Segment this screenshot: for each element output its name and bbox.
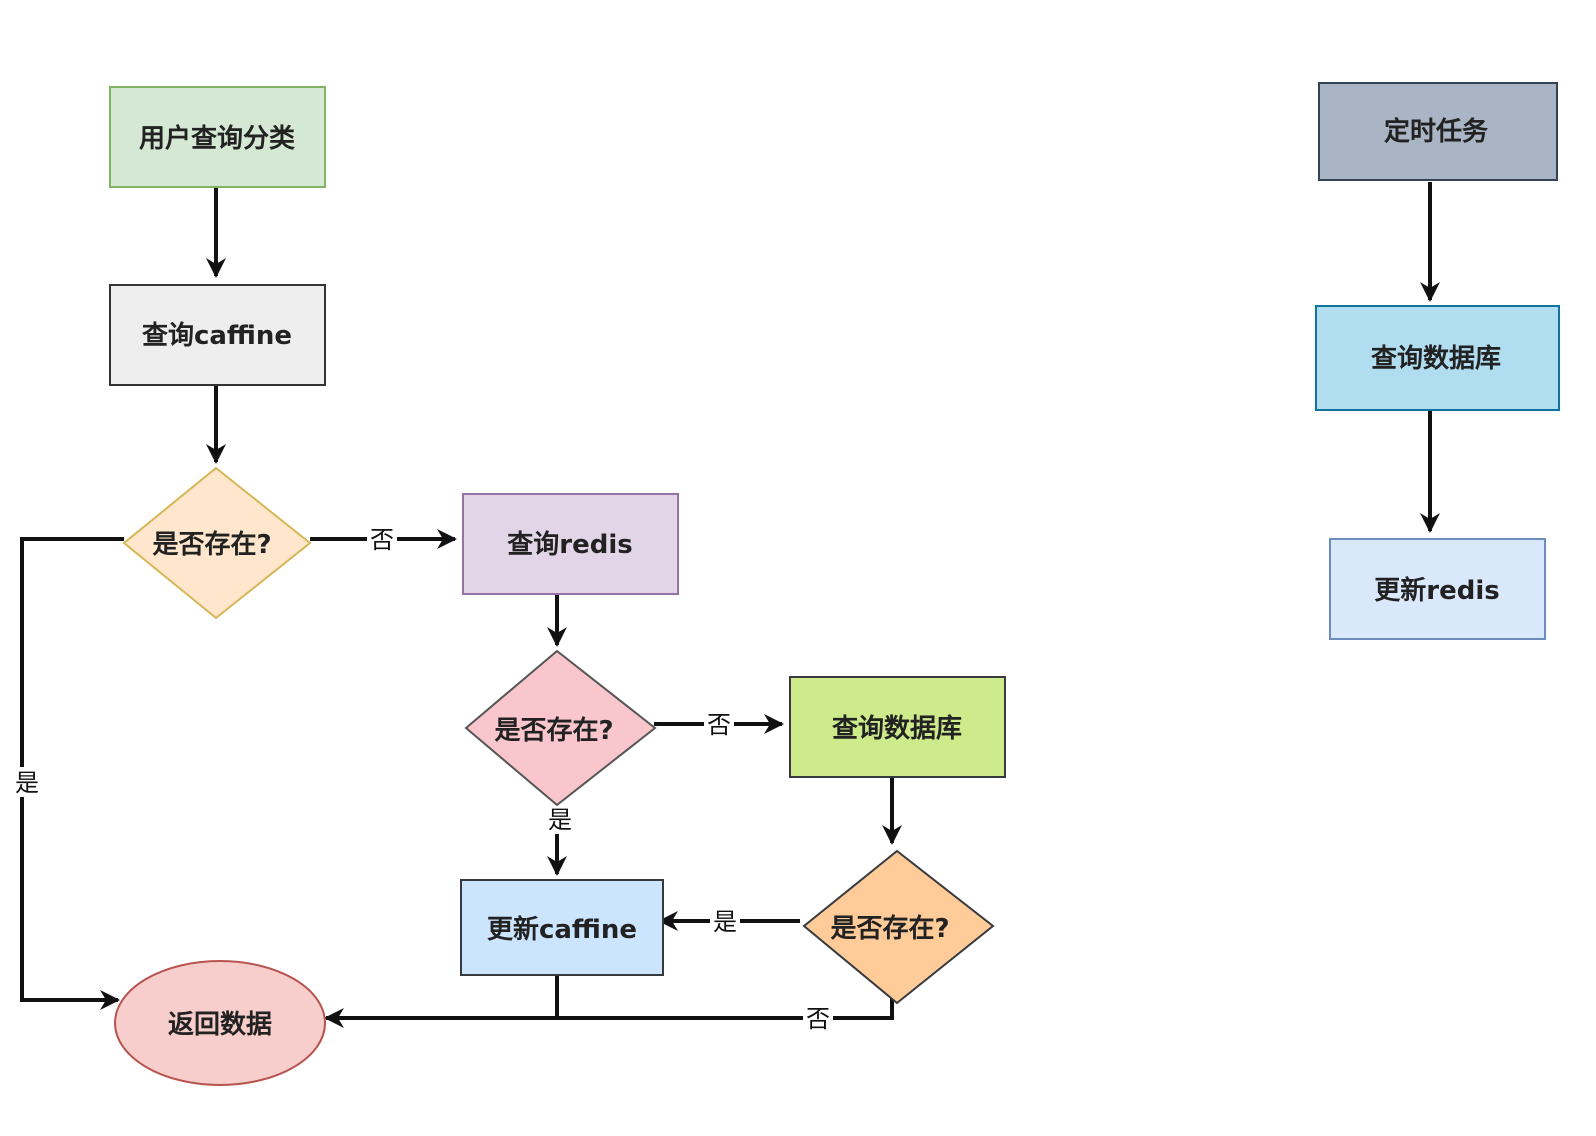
node-query-redis-box <box>462 493 679 595</box>
node-update-caffine: 更新caffine <box>460 879 664 976</box>
edge-labels: 否 是 否 是 是 否 <box>12 524 833 1033</box>
edge-label-exists2-yes: 是 <box>548 806 572 834</box>
node-query-db-label: 查询数据库 <box>832 714 962 744</box>
node-query-caffine-label: 查询caffine <box>142 321 292 351</box>
node-update-redis: 更新redis <box>1329 538 1546 640</box>
node-query-caffine-box <box>109 284 326 386</box>
node-query-redis: 查询redis <box>462 493 679 595</box>
node-exists-2: 是否存在? <box>464 649 657 807</box>
node-scheduled-task: 定时任务 <box>1318 82 1558 181</box>
node-exists-1-diamond <box>122 466 312 620</box>
node-query-caffine: 查询caffine <box>109 284 326 386</box>
node-exists-2-label: 是否存在? <box>494 716 613 746</box>
node-query-db-2: 查询数据库 <box>1315 305 1560 411</box>
edge-update-caffine-to-return-data <box>324 970 559 1028</box>
edge-label-exists3-no: 否 <box>806 1005 830 1033</box>
node-update-redis-label: 更新redis <box>1374 575 1499 606</box>
node-query-db-box <box>789 676 1006 778</box>
node-exists-2-diamond <box>464 649 657 807</box>
node-scheduled-task-box <box>1318 82 1558 181</box>
node-user-query: 用户查询分类 <box>109 86 326 188</box>
edge-label-exists1-no: 否 <box>370 526 394 554</box>
node-query-db-2-box <box>1315 305 1560 411</box>
node-return-data: 返回数据 <box>114 960 326 1086</box>
node-update-caffine-label: 更新caffine <box>487 914 637 945</box>
node-exists-1-label: 是否存在? <box>152 530 271 560</box>
node-exists-1: 是否存在? <box>122 466 312 620</box>
node-exists-3-label: 是否存在? <box>830 914 949 944</box>
node-exists-3-diamond <box>802 849 995 1005</box>
node-query-db: 查询数据库 <box>789 676 1006 778</box>
edge-exists-3-no-to-return-data <box>557 998 894 1020</box>
node-update-caffine-box <box>460 879 664 976</box>
node-user-query-box <box>109 86 326 188</box>
edge-label-exists3-yes: 是 <box>713 908 737 936</box>
node-exists-3: 是否存在? <box>802 849 995 1005</box>
edge-label-exists1-yes: 是 <box>15 769 39 797</box>
node-return-data-ellipse <box>114 960 326 1086</box>
node-user-query-label: 用户查询分类 <box>139 123 295 154</box>
node-update-redis-box <box>1329 538 1546 640</box>
node-scheduled-task-label: 定时任务 <box>1384 116 1488 147</box>
node-query-redis-label: 查询redis <box>507 530 632 560</box>
node-query-db-2-label: 查询数据库 <box>1371 344 1501 374</box>
edge-label-exists2-no: 否 <box>707 711 731 739</box>
node-return-data-label: 返回数据 <box>168 1010 272 1040</box>
